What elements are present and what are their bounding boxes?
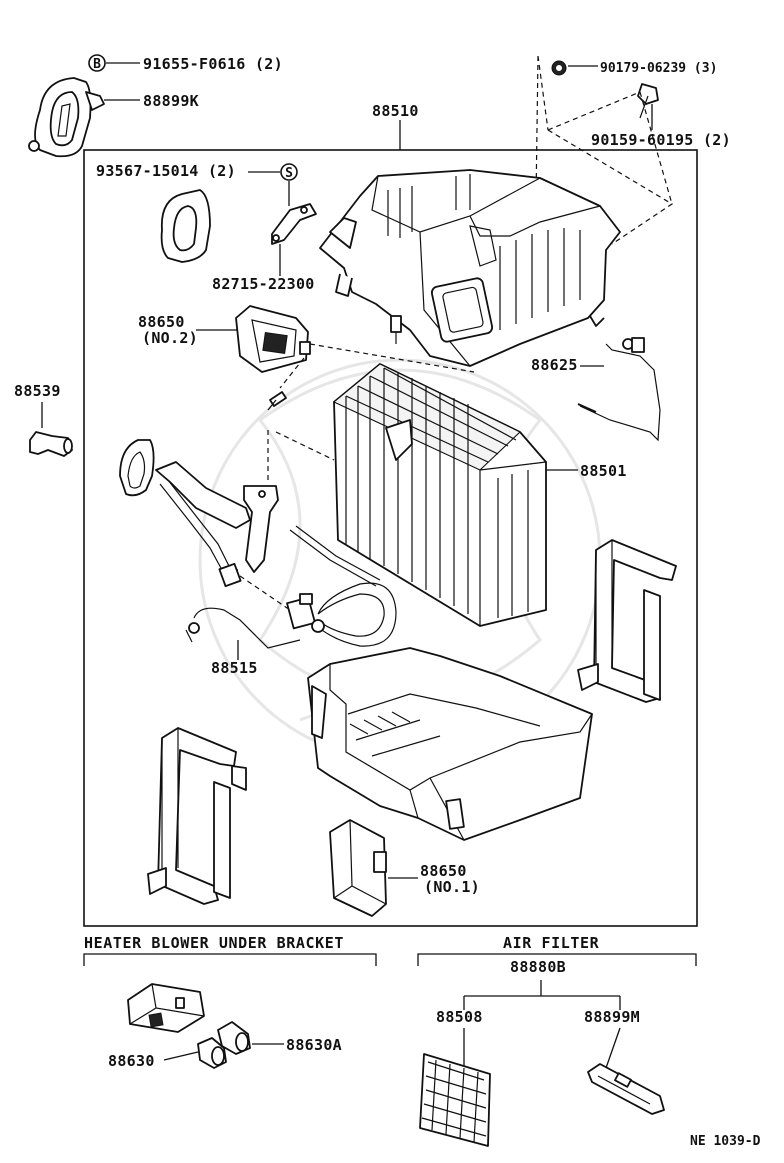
lower-case-part [307,647,593,841]
seal-88899M-part [587,1063,665,1115]
capillary-tube-part [185,607,301,649]
sensor-88630A-part [217,1021,251,1055]
evaporator-88501-part [332,363,547,627]
callout-88515: 88515 [211,659,258,677]
callout-88501: 88501 [580,462,627,480]
clip-mark-icon: S [280,163,298,181]
callout-88899K: 88899K [143,92,199,110]
callout-90159-60195: 90159-60195 (2) [591,131,731,149]
screw-part [267,391,287,411]
callout-88625: 88625 [531,356,578,374]
callout-88539: 88539 [14,382,61,400]
callout-88650-no2-qualifier: (NO.2) [142,329,198,347]
section-heater-blower-under-bracket: HEATER BLOWER UNDER BRACKET [84,934,344,952]
callout-91655-F0616: 91655-F0616 (2) [143,55,283,73]
nut-90179-icon [551,60,567,76]
seal-right-part [577,539,677,703]
seal-left-part [147,727,247,905]
callout-93567-15014: 93567-15014 (2) [96,162,236,180]
expansion-valve-88515-part [286,525,397,647]
resistor-88650-no1-part [329,819,387,917]
callout-88650-no1-qualifier: (NO.1) [424,878,480,896]
bracket-82715-part [271,203,317,245]
callout-88630: 88630 [108,1052,155,1070]
callout-88630A: 88630A [286,1036,342,1054]
section-air-filter: AIR FILTER [503,934,600,952]
callout-88508: 88508 [436,1008,483,1026]
callout-88880B: 88880B [510,958,566,976]
bracket-plate-part [243,485,279,573]
seal-88899K-part [28,77,105,158]
seal-ring-part [160,189,211,263]
bolt-90159-icon [637,83,659,119]
drawing-code: NE 1039-D [690,1134,761,1149]
callout-88650-no2: 88650 [138,313,185,331]
resistor-88650-no2-part [235,305,311,373]
clip-mark-letter: S [285,166,293,181]
screw-small-part [390,315,402,344]
callout-88899M: 88899M [584,1008,640,1026]
assembly-frame [83,149,698,927]
hose-88539-part [29,431,73,457]
callout-88510: 88510 [372,102,419,120]
thermistor-88625-part [577,337,661,442]
callout-90179-06239: 90179-06239 (3) [600,61,717,76]
bolt-mark-icon: B [88,54,106,72]
callout-82715-22300: 82715-22300 [212,275,315,293]
bolt-mark-letter: B [93,57,101,72]
upper-case-88510-part [319,169,621,367]
sensor-88630-part [197,1037,227,1069]
relay-block-part [127,983,205,1033]
pipe-assembly-part [155,461,251,588]
pipe-seal-part [119,439,155,497]
callout-88650-no1: 88650 [420,862,467,880]
filter-88508-part [419,1053,491,1147]
